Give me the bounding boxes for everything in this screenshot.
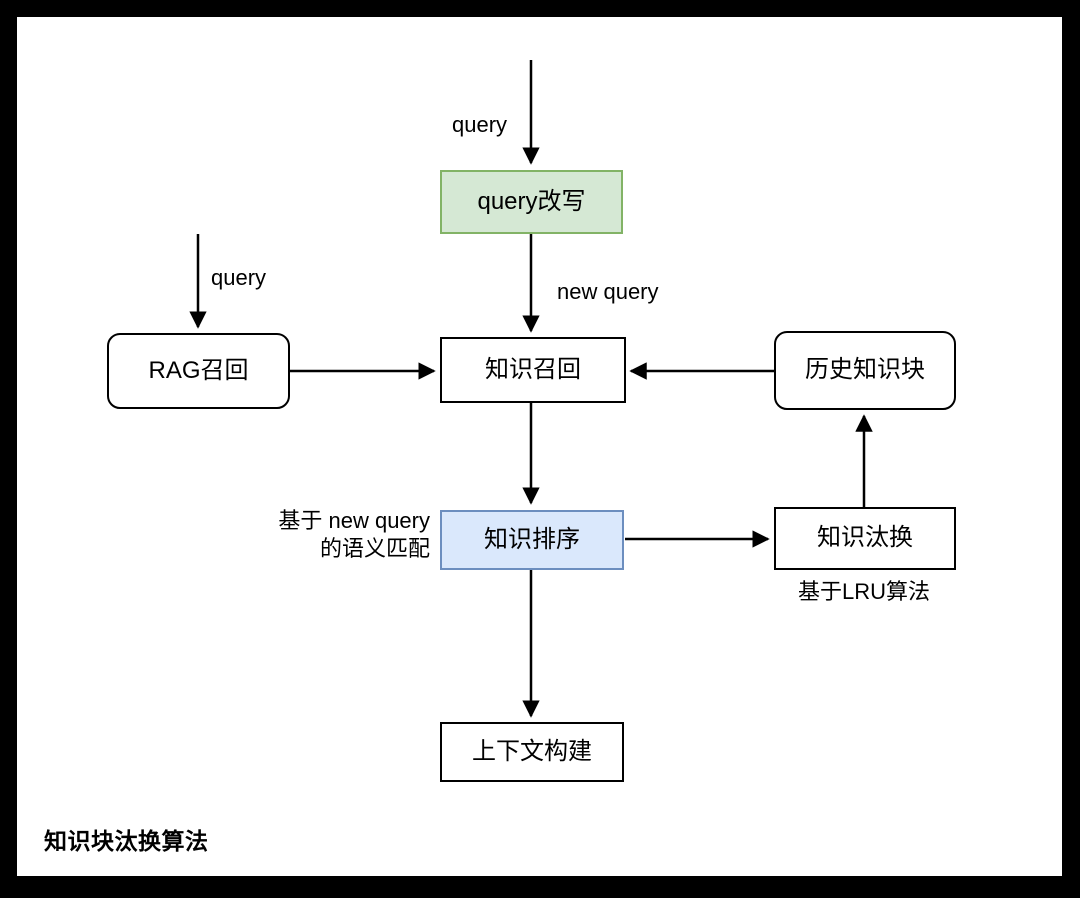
node-rag-recall[interactable]: RAG召回 <box>107 333 290 409</box>
node-rag-recall-label: RAG召回 <box>148 356 249 384</box>
edge-label-query-top: query <box>452 111 507 139</box>
node-knowledge-evict[interactable]: 知识汰换 <box>774 507 956 570</box>
edge-label-lru-note-text: 基于LRU算法 <box>797 579 930 604</box>
node-knowledge-evict-label: 知识汰换 <box>817 524 913 552</box>
edge-label-new-query-text: new query <box>557 279 659 304</box>
node-history-block[interactable]: 历史知识块 <box>774 331 956 410</box>
node-knowledge-rank-label: 知识排序 <box>484 525 580 553</box>
node-knowledge-recall[interactable]: 知识召回 <box>440 337 626 403</box>
edge-label-query-left: query <box>211 264 266 292</box>
node-query-rewrite-label: query改写 <box>477 187 586 215</box>
node-context-build[interactable]: 上下文构建 <box>440 722 624 782</box>
edge-label-semantic-match-line2: 的语义匹配 <box>319 535 430 561</box>
node-knowledge-recall-label: 知识召回 <box>485 355 581 383</box>
node-query-rewrite[interactable]: query改写 <box>440 170 623 234</box>
node-context-build-label: 上下文构建 <box>472 737 592 765</box>
node-knowledge-rank[interactable]: 知识排序 <box>440 510 624 570</box>
edge-label-semantic-match-line1: 基于 new query <box>278 508 430 533</box>
edge-label-semantic-match: 基于 new query 的语义匹配 <box>234 507 430 562</box>
edge-label-lru-note: 基于LRU算法 <box>764 578 964 606</box>
node-history-block-label: 历史知识块 <box>805 356 925 384</box>
edge-label-query-top-text: query <box>452 112 508 137</box>
edge-label-new-query: new query <box>557 278 659 306</box>
edge-label-query-left-text: query <box>211 265 267 290</box>
diagram-title: 知识块汰换算法 <box>44 828 209 854</box>
